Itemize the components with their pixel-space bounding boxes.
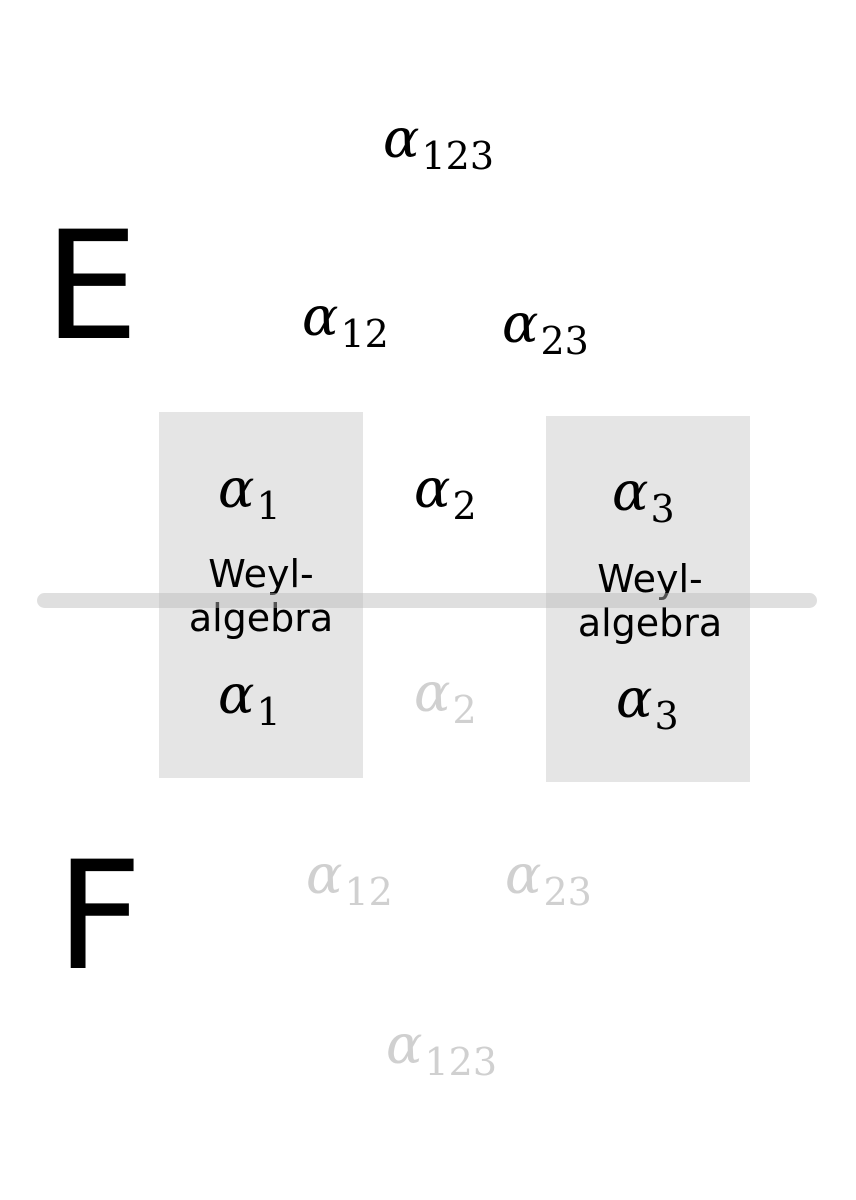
weyl-label-line2: algebra: [577, 601, 723, 645]
root-alpha-1-top: α1: [218, 462, 281, 526]
root-alpha-3-top: α3: [612, 465, 675, 529]
weyl-algebra-label-right: Weyl- algebra: [548, 557, 752, 645]
alpha-symbol: α: [612, 460, 649, 523]
weyl-algebra-box-left: [159, 412, 363, 778]
root-subscript: 2: [452, 484, 477, 528]
alpha-symbol: α: [218, 457, 255, 520]
root-subscript: 123: [421, 134, 494, 178]
root-alpha-2-bottom: α2: [414, 666, 477, 730]
weyl-label-line2: algebra: [188, 596, 334, 640]
root-subscript: 12: [344, 870, 393, 914]
root-alpha-123-top: α123: [383, 112, 494, 176]
root-alpha-123-bottom: α123: [386, 1018, 497, 1082]
alpha-symbol: α: [218, 663, 255, 726]
horizontal-divider: [37, 593, 817, 608]
root-subscript: 2: [452, 688, 477, 732]
root-alpha-12-bottom: α12: [306, 848, 393, 912]
alpha-symbol: α: [616, 667, 653, 730]
alpha-symbol: α: [414, 457, 451, 520]
alpha-symbol: α: [414, 661, 451, 724]
alpha-symbol: α: [383, 107, 420, 170]
weyl-label-line1: Weyl-: [597, 557, 703, 601]
root-alpha-1-bottom: α1: [218, 668, 281, 732]
alpha-symbol: α: [386, 1013, 423, 1076]
alpha-symbol: α: [306, 843, 343, 906]
root-subscript: 3: [654, 694, 679, 738]
root-subscript: 3: [650, 487, 675, 531]
alpha-symbol: α: [502, 292, 539, 355]
root-subscript: 12: [340, 312, 389, 356]
letter-f: F: [56, 830, 143, 1004]
root-alpha-3-bottom: α3: [616, 672, 679, 736]
root-alpha-23-bottom: α23: [505, 848, 592, 912]
root-subscript: 23: [543, 870, 592, 914]
weyl-label-line1: Weyl-: [208, 552, 314, 596]
weyl-algebra-box-right: [546, 416, 750, 782]
root-alpha-2-top: α2: [414, 462, 477, 526]
alpha-symbol: α: [302, 285, 339, 348]
root-subscript: 1: [256, 690, 281, 734]
letter-e: E: [44, 200, 139, 374]
root-alpha-23-top: α23: [502, 297, 589, 361]
root-alpha-12-top: α12: [302, 290, 389, 354]
weyl-algebra-label-left: Weyl- algebra: [159, 552, 363, 640]
alpha-symbol: α: [505, 843, 542, 906]
root-subscript: 1: [256, 484, 281, 528]
root-subscript: 123: [424, 1040, 497, 1084]
root-subscript: 23: [540, 319, 589, 363]
